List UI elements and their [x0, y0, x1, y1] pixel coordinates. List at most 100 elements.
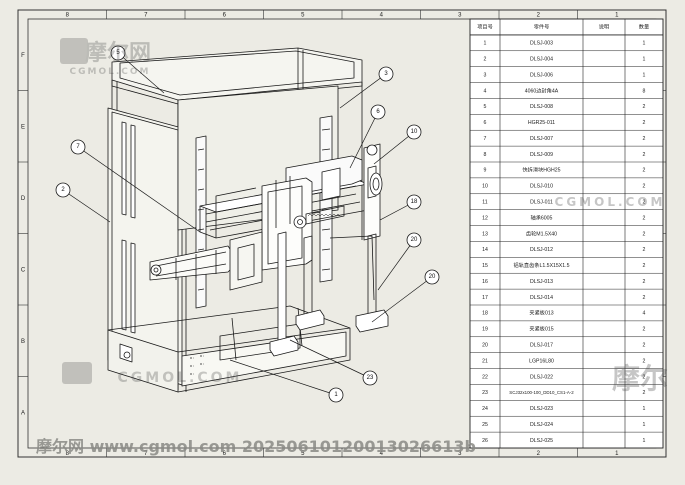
zone-number-bottom: 1 — [615, 451, 619, 457]
callout-leader — [289, 339, 371, 379]
bom-cell: 25 — [482, 422, 488, 428]
bom-cell: 20 — [482, 343, 488, 349]
bom-cell: DLSJ-024 — [530, 422, 553, 428]
svg-text:CGMOL.COM: CGMOL.COM — [555, 195, 666, 209]
bom-cell: 4 — [643, 311, 646, 317]
bom-cell: 7 — [484, 136, 487, 142]
zone-number-bottom: 2 — [537, 451, 541, 457]
bom-cell: DLSJ-023 — [530, 406, 553, 412]
zone-number-top: 8 — [66, 13, 70, 19]
zone-number-bottom: 6 — [223, 451, 227, 457]
zone-number-top: 5 — [301, 13, 305, 19]
callout-label: 2 — [61, 187, 65, 193]
bom-cell: 19 — [482, 327, 488, 333]
callout-label: 1 — [334, 392, 338, 398]
callout-balloon — [406, 194, 422, 210]
bom-cell: 2 — [643, 327, 646, 333]
zone-letter-left: F — [21, 53, 25, 59]
callout-balloon — [406, 124, 422, 140]
zone-number-bottom: 8 — [66, 451, 70, 457]
callout-balloon — [362, 370, 378, 386]
bom-cell: 1 — [643, 57, 646, 63]
callout-label: 23 — [367, 375, 374, 381]
callout-leader — [339, 73, 387, 109]
watermark-logo-table: CGMOL.COM 摩尔 — [555, 195, 668, 395]
bom-cell: 2 — [643, 231, 646, 237]
bom-cell: 10 — [482, 184, 488, 190]
svg-text:摩尔网: 摩尔网 — [85, 40, 151, 66]
zone-number-top: 7 — [144, 13, 148, 19]
bom-cell: 13 — [482, 231, 488, 237]
bom-cell: 2 — [643, 168, 646, 174]
callout-balloon — [328, 387, 344, 403]
bom-cell: 1 — [643, 438, 646, 444]
callout-leader — [373, 131, 415, 165]
bom-cell: HGR25-011 — [528, 120, 555, 126]
bom-cell: 2 — [643, 136, 646, 142]
bom-cell: 2 — [643, 152, 646, 158]
zone-number-bottom: 4 — [380, 451, 384, 457]
bom-cell: 22 — [482, 374, 488, 380]
bom-cell: 铝轨直齿条L1.5X15X1.5 — [514, 261, 570, 269]
bom-header-cell: 数量 — [639, 23, 649, 31]
callout-balloon — [55, 182, 71, 198]
bom-cell: 2 — [643, 120, 646, 126]
svg-text:CGMOL.COM: CGMOL.COM — [118, 370, 243, 386]
bom-cell: 11 — [482, 200, 487, 206]
bom-header-cell: 说明 — [599, 23, 609, 31]
bom-cell: 2 — [643, 343, 646, 349]
zone-letter-left: E — [21, 124, 25, 130]
bom-cell: 2 — [643, 279, 646, 285]
callout-balloon — [406, 232, 422, 248]
bom-cell: 2 — [643, 374, 646, 380]
bom-cell: DLSJ-009 — [530, 152, 553, 158]
bom-cell: SCJ32x100-100_DD10_CS1-A-2 — [509, 390, 574, 395]
watermark-logo-bottom: CGMOL.COM — [62, 362, 243, 386]
zone-number-top: 4 — [380, 13, 384, 19]
bom-cell: 快拆滑块HGH25 — [522, 166, 560, 174]
bom-cell: 夹紧板015 — [529, 325, 553, 333]
zone-number-top: 6 — [223, 13, 227, 19]
callout-leader — [62, 189, 111, 223]
bom-cell: 21 — [482, 358, 488, 364]
callout-label: 20 — [429, 274, 436, 280]
assembly-isometric — [107, 47, 389, 393]
zone-number-top: 1 — [615, 13, 619, 19]
bom-cell: 3 — [484, 72, 487, 78]
zone-number-top: 2 — [537, 13, 541, 19]
bom-cell: 齿轮M1.5X40 — [526, 229, 557, 237]
callout-label: 6 — [376, 109, 380, 115]
bom-cell: 8 — [643, 88, 646, 94]
bom-cell: DLSJ-008 — [530, 104, 553, 110]
zone-letter-left: B — [21, 339, 25, 345]
callout-leader — [349, 111, 379, 169]
callout-label: 20 — [411, 237, 418, 243]
bom-cell: 2 — [643, 104, 646, 110]
zone-number-bottom: 7 — [144, 451, 148, 457]
bom-cell: 2 — [643, 390, 646, 396]
bom-cell: DLSJ-014 — [530, 295, 553, 301]
bom-cell: 26 — [482, 438, 488, 444]
zone-number-bottom: 3 — [458, 451, 462, 457]
zone-letter-left: A — [21, 410, 25, 416]
zone-letter-left: D — [21, 196, 26, 202]
bom-cell: 1 — [643, 72, 646, 78]
callout-leader — [117, 52, 165, 94]
bom-cell: 轴承6005 — [531, 213, 553, 221]
bom-cell: 2 — [643, 358, 646, 364]
bom-cell: 1 — [484, 41, 487, 47]
bom-cell: 2 — [643, 215, 646, 221]
bom-cell: 14 — [482, 247, 488, 253]
bom-cell: DLSJ-011 — [530, 200, 553, 206]
callout-leader — [371, 276, 433, 323]
callout-leader — [77, 146, 201, 233]
bom-cell: LGP16L80 — [529, 358, 554, 364]
bom-cell: 2 — [643, 295, 646, 301]
watermark-logo-top: 摩尔网 CGMOL.COM — [60, 38, 151, 77]
bom-frame — [469, 18, 664, 449]
callout-balloon — [110, 45, 126, 61]
bom-cell: 1 — [643, 422, 646, 428]
bom-cell: DLSJ-017 — [530, 343, 553, 349]
